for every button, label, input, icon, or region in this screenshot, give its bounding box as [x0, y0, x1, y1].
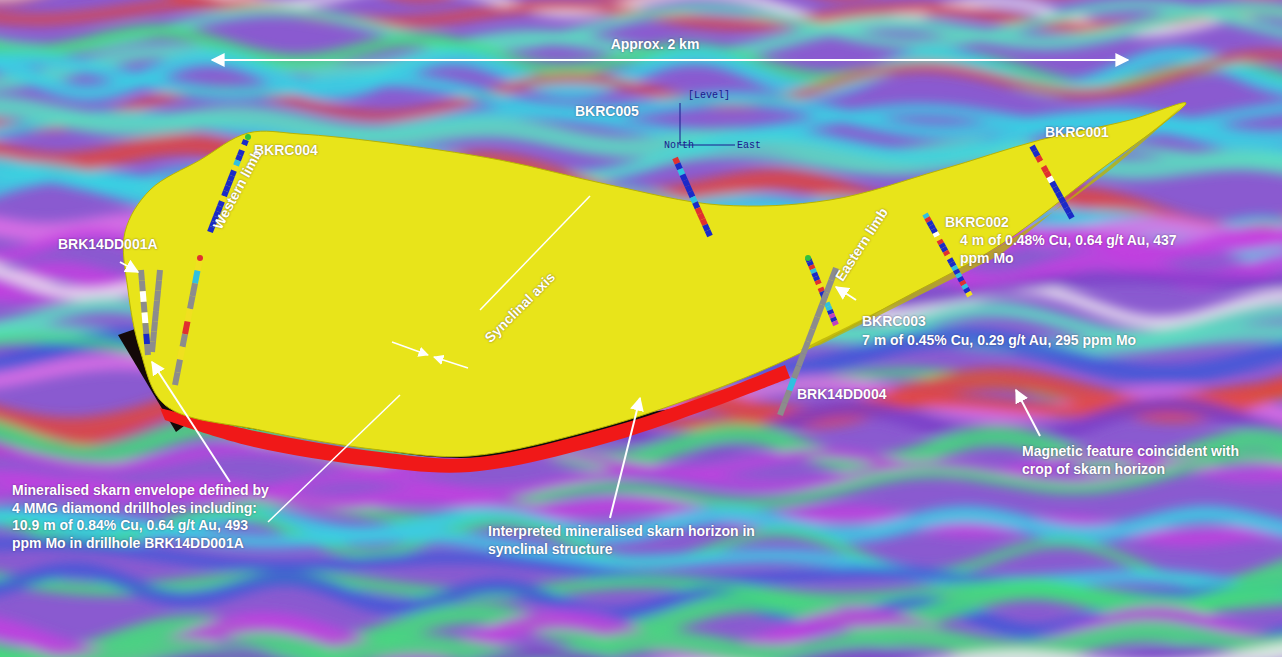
- map-label: BKRC002: [945, 214, 1009, 232]
- skarn-model: [118, 103, 1186, 473]
- axis-label: North: [664, 140, 694, 153]
- map-label: 4 m of 0.48% Cu, 0.64 g/t Au, 437 ppm Mo: [960, 232, 1200, 267]
- leader-lines: [120, 60, 1128, 522]
- map-label: 7 m of 0.45% Cu, 0.29 g/t Au, 295 ppm Mo: [862, 332, 1136, 350]
- map-label: Approx. 2 km: [611, 36, 700, 54]
- map-label: Interpreted mineralised skarn horizon in…: [488, 523, 788, 558]
- drillholes: [141, 103, 1072, 415]
- map-label: BRK14DD004: [797, 386, 886, 404]
- map-label: BRK14DD001A: [58, 236, 158, 254]
- map-label: BKRC003: [862, 313, 926, 331]
- map-label: Mineralised skarn envelope defined by 4 …: [12, 482, 274, 552]
- map-label: BKRC001: [1045, 124, 1109, 142]
- map-label: Magnetic feature coincident with crop of…: [1022, 443, 1257, 478]
- axis-label: East: [737, 140, 761, 153]
- axis-label: [Level]: [688, 90, 730, 103]
- map-label: BKRC005: [575, 103, 639, 121]
